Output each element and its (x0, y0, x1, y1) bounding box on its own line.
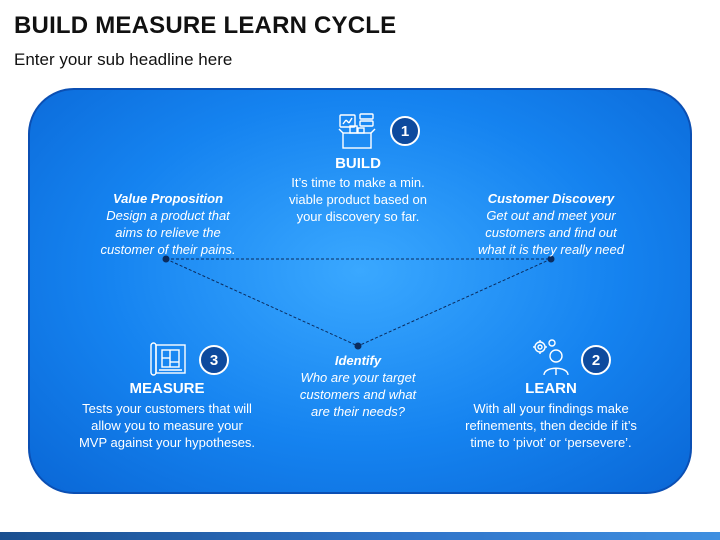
connector-left (165, 258, 359, 347)
customer-discovery-line: customers and find out (485, 225, 617, 240)
build-line: your discovery so far. (296, 209, 420, 224)
identify-heading: Identify (334, 353, 382, 368)
page-title: BUILD MEASURE LEARN CYCLE (14, 12, 397, 39)
measure-line: Tests your customers that will (82, 401, 252, 416)
build-line: It’s time to make a min. (291, 175, 425, 190)
identify-line: customers and what (299, 387, 417, 402)
customer-discovery-line: what it is they really need (478, 242, 624, 257)
connector-dot-left (162, 255, 170, 263)
measure-description: Tests your customers that will allow you… (62, 400, 272, 451)
blueprint-icon (150, 342, 186, 376)
identify-block: Identify Who are your target customers a… (278, 352, 438, 420)
learn-description: With all your findings make refinements,… (446, 400, 656, 451)
measure-line: allow you to measure your (91, 418, 243, 433)
customer-discovery-block: Customer Discovery Get out and meet your… (461, 190, 641, 258)
cycle-panel (28, 88, 692, 494)
connector-dot-right (547, 255, 555, 263)
customer-discovery-heading: Customer Discovery (487, 191, 615, 206)
learn-line: time to ‘pivot’ or ‘persevere’. (470, 435, 632, 450)
measure-step-badge: 3 (199, 345, 229, 375)
measure-heading: MEASURE (129, 380, 205, 397)
value-proposition-line: customer of their pains. (100, 242, 236, 257)
person-gears-icon (533, 339, 569, 376)
customer-discovery-line: Get out and meet your (486, 208, 616, 223)
value-proposition-line: aims to relieve the (115, 225, 221, 240)
value-proposition-heading: Value Proposition (112, 191, 224, 206)
learn-line: refinements, then decide if it’s (465, 418, 637, 433)
build-heading: BUILD (335, 155, 381, 172)
footer-bar (0, 532, 720, 540)
build-line: viable product based on (288, 192, 428, 207)
value-proposition-block: Value Proposition Design a product that … (78, 190, 258, 258)
identify-line: Who are your target (300, 370, 416, 385)
connector-dot-bottom (354, 342, 362, 350)
build-description: It’s time to make a min. viable product … (258, 174, 458, 225)
page-subtitle: Enter your sub headline here (14, 50, 233, 69)
build-boxes-icon (338, 113, 376, 149)
identify-line: are their needs? (311, 404, 405, 419)
connector-right (357, 258, 552, 347)
learn-heading: LEARN (525, 380, 577, 397)
build-step-badge: 1 (390, 116, 420, 146)
learn-step-badge: 2 (581, 345, 611, 375)
value-proposition-line: Design a product that (106, 208, 230, 223)
learn-line: With all your findings make (473, 401, 629, 416)
measure-line: MVP against your hypotheses. (78, 435, 256, 450)
